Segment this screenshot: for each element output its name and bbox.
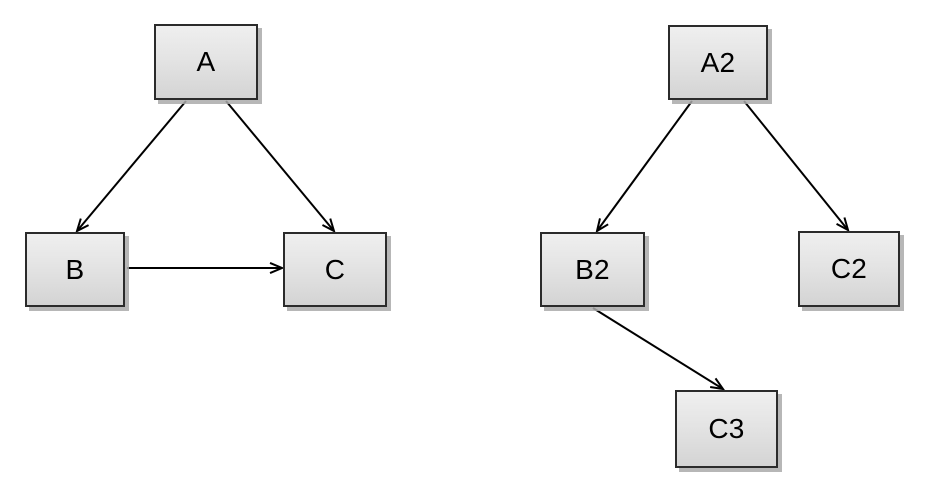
node-label: B (65, 253, 85, 285)
arrowhead-icon (269, 262, 285, 274)
edge-b-to-c (127, 262, 285, 274)
edge-line (225, 100, 334, 231)
arrowhead-icon (595, 218, 609, 234)
arrowhead-icon (321, 218, 336, 233)
node-label: C3 (708, 413, 745, 444)
node-label: B2 (575, 253, 610, 285)
node-c2[interactable]: C2 (798, 231, 900, 307)
edge-line (597, 100, 693, 230)
node-a2[interactable]: A2 (668, 25, 768, 100)
edge-a-to-b (75, 100, 187, 233)
edge-a2-to-b2 (595, 100, 693, 234)
node-label: A2 (700, 46, 736, 78)
node-label: A (196, 46, 216, 77)
arrowhead-icon (75, 218, 90, 233)
node-b2[interactable]: B2 (540, 232, 645, 307)
arrowhead-icon (710, 377, 726, 391)
node-c3[interactable]: C3 (675, 390, 778, 468)
edge-a2-to-c2 (743, 100, 850, 232)
edge-line (592, 307, 722, 389)
edge-line (743, 100, 848, 230)
node-a[interactable]: A (154, 24, 258, 100)
edge-line (77, 100, 187, 231)
edge-b2-to-c3 (592, 307, 726, 391)
node-b[interactable]: B (25, 232, 125, 307)
node-label: C2 (830, 253, 868, 284)
node-label: C (324, 253, 346, 285)
arrowhead-icon (836, 217, 850, 232)
node-c[interactable]: C (283, 232, 387, 307)
edge-a-to-c (225, 100, 336, 233)
